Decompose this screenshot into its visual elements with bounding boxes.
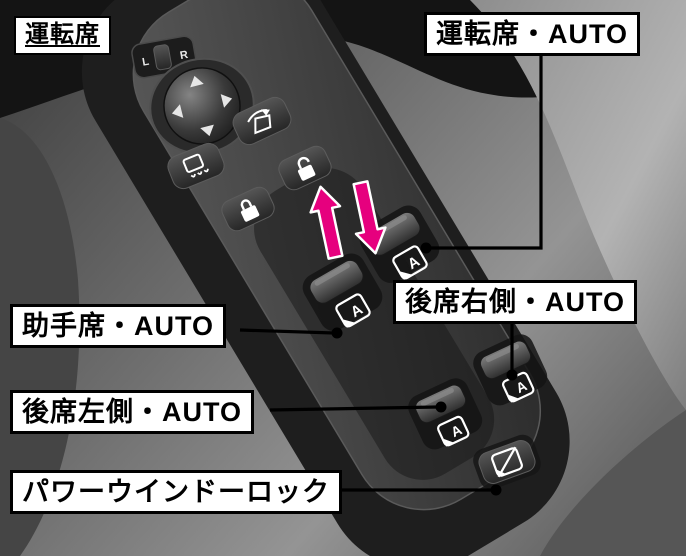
callout-driver-auto: 運転席・AUTO	[424, 12, 641, 57]
callout-power-window-lock: パワーウインドーロック	[10, 470, 342, 515]
lock-icon	[240, 199, 260, 222]
callout-line-rear-left-auto	[269, 405, 439, 412]
callout-dot-rear-left-auto	[435, 401, 447, 413]
callout-dot-pw-lock	[490, 484, 502, 496]
door-unlock-button	[278, 145, 332, 191]
heated-mirror-button	[167, 142, 225, 190]
door-lock-button	[221, 186, 275, 232]
mirror-fold-icon	[247, 108, 272, 135]
callout-line-driver-auto	[430, 50, 543, 250]
passenger-window-switch: A	[302, 253, 383, 331]
down-arrow	[352, 180, 387, 255]
window-lock-icon	[491, 446, 523, 478]
heated-mirror-icon	[182, 153, 209, 178]
callout-line-passenger-auto	[239, 328, 335, 335]
callout-rear-left-auto: 後席左側・AUTO	[10, 390, 255, 435]
power-window-lock-button	[473, 434, 541, 490]
mirror-left-arrow-icon	[171, 104, 184, 118]
mirror-adjust-knob	[149, 57, 255, 155]
mirror-down-arrow-icon	[200, 124, 214, 137]
unlock-icon	[297, 156, 316, 181]
mirror-fold-button	[232, 96, 292, 146]
mirror-selector-right-label: R	[179, 49, 189, 62]
auto-window-icon: A	[392, 245, 428, 280]
callout-passenger-auto: 助手席・AUTO	[10, 304, 227, 349]
mirror-selector-left-label: L	[141, 56, 150, 69]
door-lower-right	[540, 410, 686, 556]
callout-dot-driver-auto	[420, 242, 432, 254]
mirror-right-arrow-icon	[220, 94, 233, 108]
callout-dot-passenger-auto	[331, 327, 343, 339]
mirror-up-arrow-icon	[190, 75, 204, 88]
callout-rear-right-auto: 後席右側・AUTO	[393, 280, 638, 325]
callout-dot-rear-right-auto	[506, 369, 518, 381]
up-arrow	[309, 185, 344, 260]
callout-driver-seat: 運転席	[14, 16, 111, 55]
